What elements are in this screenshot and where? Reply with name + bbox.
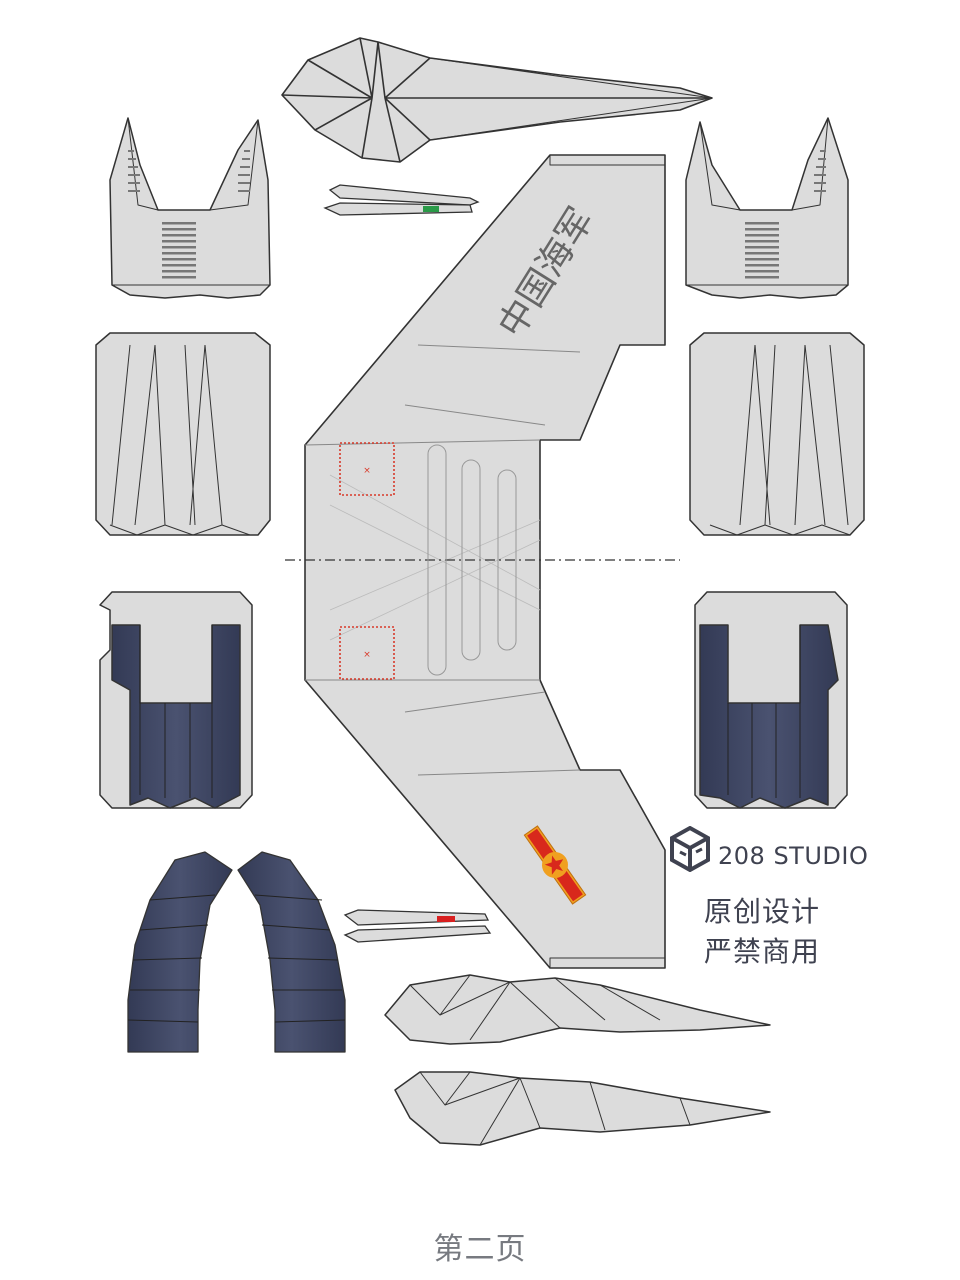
- engine-nacelle-panel-right: [694, 591, 848, 809]
- stabilizer-strip-bottom: [343, 909, 492, 943]
- curved-intake-strip-right: [237, 851, 346, 1053]
- nose-cone-top-piece: [281, 37, 713, 163]
- fuselage-side-panel-left: [95, 332, 271, 536]
- no-commercial-use-notice: 严禁商用: [704, 935, 821, 968]
- intake-left-top: [109, 117, 271, 299]
- fuselage-spine-piece-lower: [394, 1071, 771, 1146]
- main-wing-piece: × ×: [285, 154, 680, 969]
- studio-logo-icon: [670, 826, 710, 872]
- intake-right-top: [685, 117, 849, 299]
- page-number-label: 第二页: [433, 1232, 527, 1267]
- engine-nacelle-panel-left: [99, 591, 253, 809]
- vent-grille-left: [128, 150, 250, 279]
- vent-grille-right: [745, 150, 826, 279]
- stabilizer-strip-top: [323, 184, 480, 216]
- svg-text:×: ×: [363, 466, 371, 476]
- svg-text:×: ×: [363, 650, 371, 660]
- fuselage-side-panel-right: [689, 332, 865, 536]
- fuselage-spine-piece-upper: [384, 974, 771, 1045]
- studio-watermark: 208 STUDIO 原创设计 严禁商用: [668, 826, 908, 976]
- naval-roundel-insignia: [523, 825, 587, 905]
- original-design-notice: 原创设计: [704, 895, 821, 928]
- curved-intake-strip-left: [127, 851, 233, 1053]
- studio-name: 208 STUDIO: [718, 842, 869, 870]
